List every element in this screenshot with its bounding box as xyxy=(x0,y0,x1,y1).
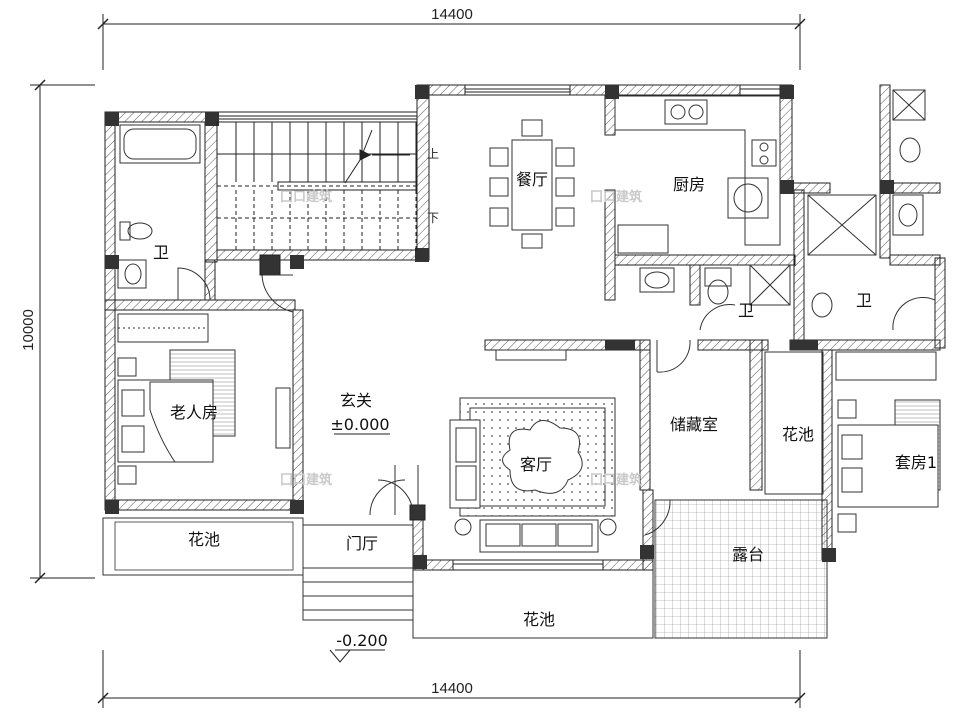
room-label-bath-middle: 卫 xyxy=(738,301,754,320)
tv-living xyxy=(495,349,567,361)
bath-right-fixtures xyxy=(807,89,926,318)
dimension-left-label: 10000 xyxy=(20,309,37,351)
staircase xyxy=(216,121,418,251)
room-label-dining: 餐厅 xyxy=(516,170,548,189)
room-label-flower-bed-middle: 花池 xyxy=(782,425,814,444)
bed-suite-icon xyxy=(835,351,941,533)
dimension-top-label: 14400 xyxy=(431,6,473,23)
columns xyxy=(105,85,894,569)
living-rug-icon xyxy=(459,397,616,517)
room-label-flower-bed-bottom: 花池 xyxy=(523,610,555,629)
room-label-elder-room: 老人房 xyxy=(170,403,218,422)
dining-table-icon xyxy=(489,119,575,249)
stair-down-label: 下 xyxy=(427,211,439,225)
room-label-bath-right: 卫 xyxy=(856,291,872,310)
bath-middle-fixtures xyxy=(639,264,791,306)
stair-up-label: 上 xyxy=(427,147,439,161)
elevation-outdoor-marker: -0.200 xyxy=(329,631,388,663)
watermark: 囗口建筑 xyxy=(590,189,642,205)
room-label-terrace: 露台 xyxy=(732,545,764,564)
room-label-storage: 储藏室 xyxy=(670,415,718,434)
dimension-bottom-label: 14400 xyxy=(431,680,473,697)
walls xyxy=(104,84,946,571)
room-label-suite: 套房1 xyxy=(895,453,937,472)
elevation-outdoor: -0.200 xyxy=(336,631,388,650)
kitchen-counter-icon xyxy=(614,95,781,254)
room-label-foyer: 玄关 xyxy=(340,391,372,410)
room-label-living: 客厅 xyxy=(520,455,552,474)
doors xyxy=(177,267,936,536)
dimension-left: 10000 xyxy=(20,79,95,584)
flower-bed-middle-outline xyxy=(764,351,824,495)
room-label-kitchen: 厨房 xyxy=(673,175,705,194)
tv-cabinet-elder xyxy=(275,387,291,449)
room-label-flower-bed-left: 花池 xyxy=(188,530,220,549)
bathtub-icon xyxy=(119,124,201,164)
watermark: 囗口建筑 xyxy=(590,472,642,488)
watermark: 囗口建筑 xyxy=(280,472,332,488)
bed-elder-icon xyxy=(117,349,236,485)
toilet-icon xyxy=(119,221,153,241)
entry-steps xyxy=(302,524,414,621)
room-label-bath-left: 卫 xyxy=(153,243,169,262)
wardrobe-elder xyxy=(117,313,209,343)
sofa-icon xyxy=(449,419,617,553)
terrace-floor xyxy=(654,499,828,639)
sink-icon xyxy=(117,259,147,289)
elevation-entry: ±0.000 xyxy=(330,415,389,434)
dimension-bottom: 14400 xyxy=(97,650,806,708)
dimension-top: 14400 xyxy=(97,6,806,70)
room-label-vestibule: 门厅 xyxy=(346,534,378,553)
watermark: 囗口建筑 xyxy=(280,189,332,205)
